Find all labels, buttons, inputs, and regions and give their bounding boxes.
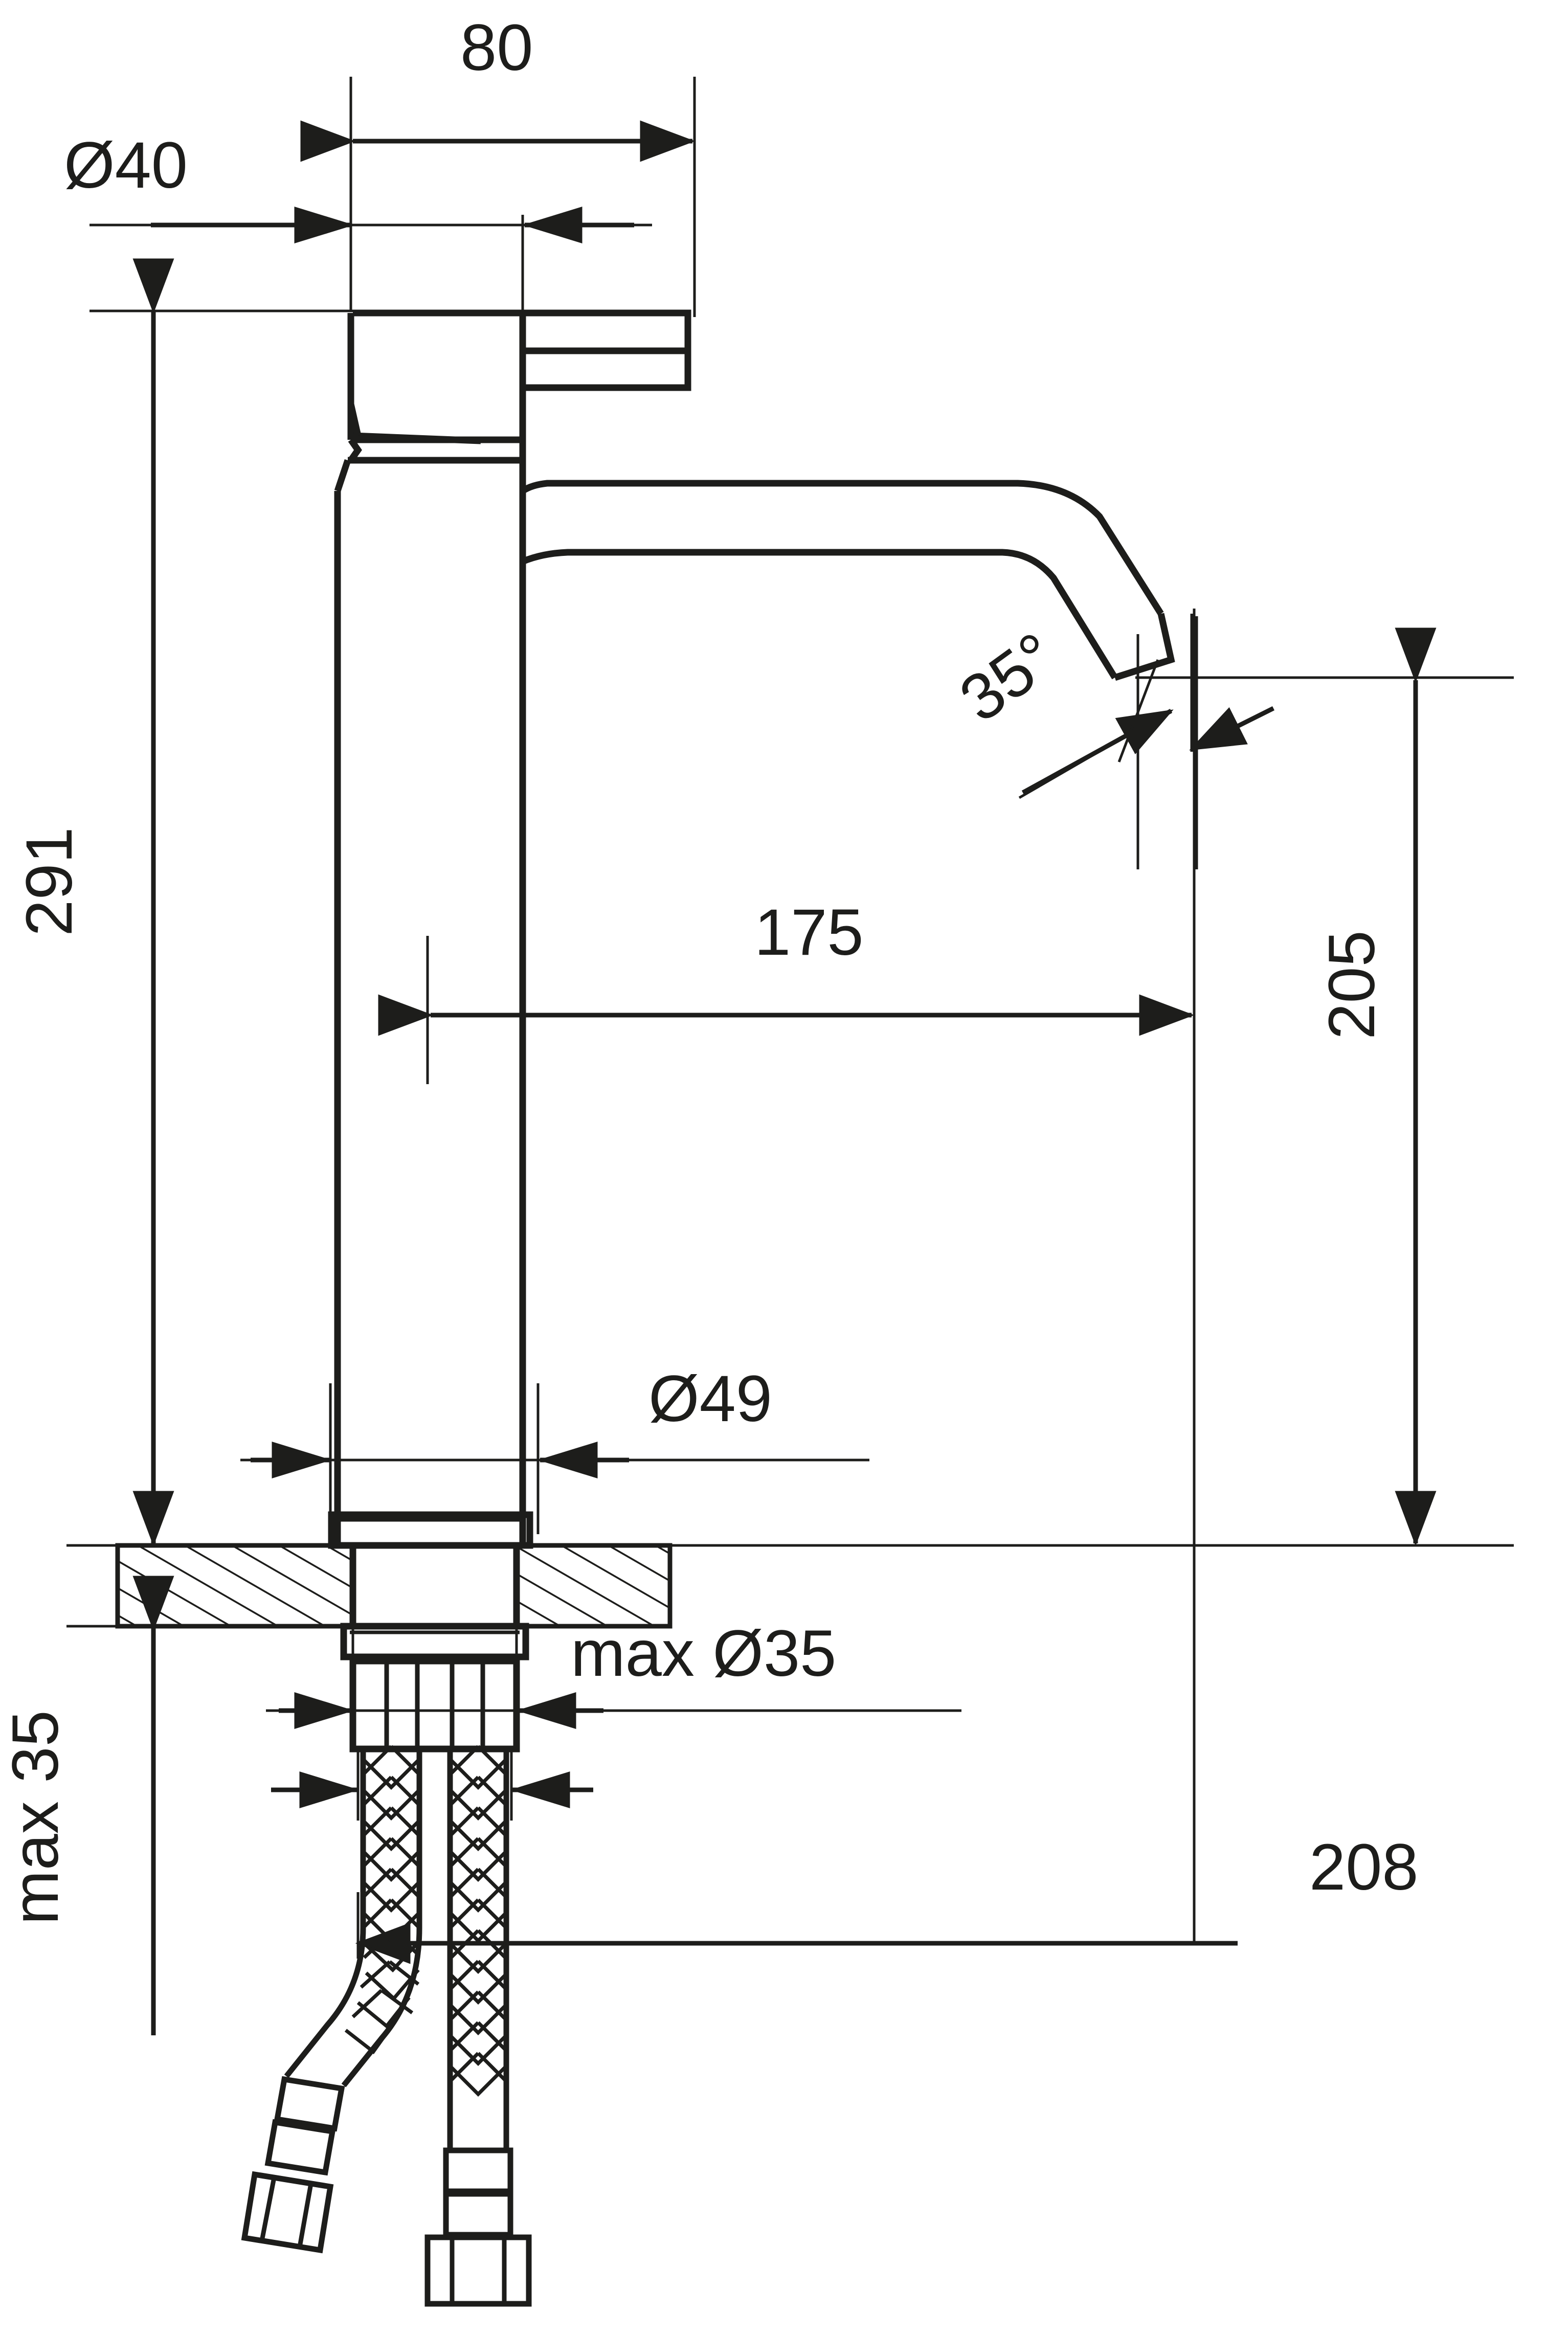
fixing-nut-body [349,1657,520,1753]
spout-outlet-cut [1114,613,1175,681]
hose-left-left-edge [284,1749,366,2078]
hose-assembly [241,1745,532,2307]
dim-label-maxdia35: max Ø35 [571,1617,837,1690]
cap-notch [348,438,362,462]
dim-label-205: 205 [1315,930,1388,1040]
hose-right-ferrule [443,2147,513,2194]
hose-left-collar [264,2119,336,2176]
hose-right-braid [449,1745,508,2097]
hose-right-collar [443,2191,513,2238]
dim-label-175: 175 [754,896,864,969]
handle-lever-bottom [523,351,691,391]
dim-label-max35: max 35 [0,1710,72,1925]
hose-nut-left [241,2171,334,2254]
spout-lower-profile [521,549,1118,680]
handle-chamfer2 [347,403,362,437]
hose-left-braid [344,1745,421,2055]
cap-taper-left [334,459,351,492]
dim-label-291: 291 [12,827,86,936]
handle-lever-top [353,309,691,354]
hose-left-ferrule [274,2076,345,2132]
angle-leader [1018,735,1126,799]
dim-label-dia40: Ø40 [64,129,188,202]
under-deck-washer [340,1623,529,1660]
angle-construction-lines [1117,616,1198,869]
dim-label-dia49: Ø49 [648,1362,772,1435]
spout-upper-profile [521,480,1164,616]
faucet-outline [328,309,1175,1753]
dimension-arrows [132,120,1437,2035]
dim-label-208: 208 [1309,1831,1419,1904]
dim-label-80: 80 [460,11,533,84]
deck-section [115,1543,673,1629]
dim-arrow-35deg-b [1189,706,1275,752]
handle-chamfer [352,432,481,444]
hose-nut-right [424,2234,532,2307]
